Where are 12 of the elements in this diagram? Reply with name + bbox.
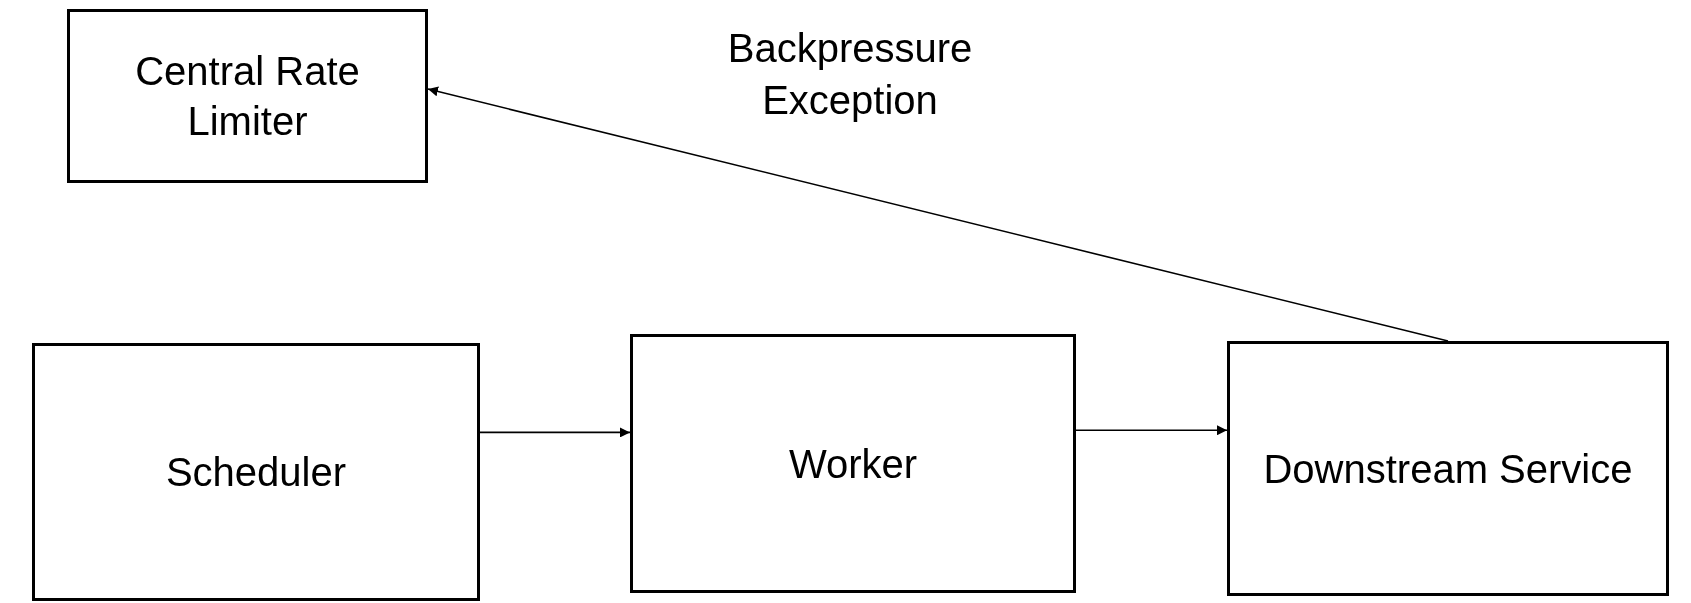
arrow: [1075, 425, 1228, 436]
arrow: [479, 427, 631, 438]
box-label: Central Rate Limiter: [134, 48, 361, 145]
process-box: [67, 9, 428, 183]
process-box: [32, 343, 480, 601]
process-box: [1227, 341, 1669, 596]
box-label: Scheduler: [165, 449, 347, 496]
arrow: [427, 86, 1449, 342]
box-label: Downstream Service: [1263, 445, 1633, 493]
process-box: [630, 334, 1076, 593]
box-label: Worker: [788, 440, 918, 488]
edge-label: Backpressure Exception: [726, 25, 974, 124]
